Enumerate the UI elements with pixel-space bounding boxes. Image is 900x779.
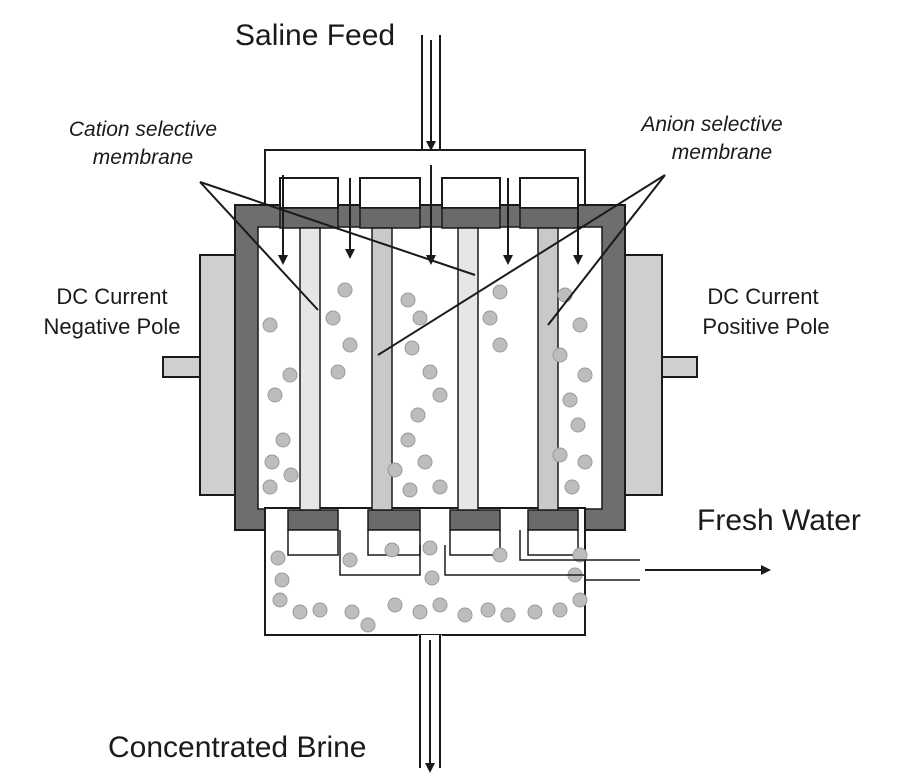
membrane-bottom-cap	[527, 529, 579, 556]
positive-electrode-plate	[621, 254, 663, 496]
ion-particle	[552, 347, 568, 363]
ion-particle	[387, 462, 403, 478]
ion-particles	[262, 282, 593, 633]
positive-pole-label-line2: Positive Pole	[702, 314, 829, 339]
anion-membrane-label-line2: membrane	[672, 141, 772, 164]
saline-feed-label: Saline Feed	[235, 19, 395, 52]
ion-particle	[527, 604, 543, 620]
ion-particle	[272, 592, 288, 608]
membrane-bottom-seal	[527, 509, 579, 531]
ion-particle	[262, 317, 278, 333]
negative-electrode-plate	[199, 254, 241, 496]
ion-particle	[492, 284, 508, 300]
ion-particle	[482, 310, 498, 326]
ion-particle	[492, 547, 508, 563]
ion-particle	[432, 597, 448, 613]
membrane-bottom-cap	[287, 529, 339, 556]
ion-particle	[282, 367, 298, 383]
ion-particle	[572, 592, 588, 608]
cation-pointer-lines	[199, 181, 476, 311]
ion-particle	[262, 479, 278, 495]
positive-electrode-stub	[661, 356, 698, 378]
ion-particle	[267, 387, 283, 403]
ion-particle	[417, 454, 433, 470]
ion-particle	[480, 602, 496, 618]
concentrated-brine-label: Concentrated Brine	[108, 731, 367, 764]
membrane-top-seal	[519, 207, 579, 229]
ion-particle	[432, 479, 448, 495]
ion-particle	[572, 317, 588, 333]
ion-particle	[270, 550, 286, 566]
membrane-top-seal	[441, 207, 501, 229]
ion-particle	[400, 292, 416, 308]
ion-particle	[492, 337, 508, 353]
membrane-top-seal	[359, 207, 421, 229]
ion-particle	[325, 310, 341, 326]
anion-selective-membrane	[537, 227, 559, 511]
ion-particle	[457, 607, 473, 623]
ion-particle	[422, 540, 438, 556]
ion-particle	[570, 417, 586, 433]
membrane-top-cap	[519, 177, 579, 209]
ion-particle	[552, 447, 568, 463]
ion-particle	[410, 407, 426, 423]
ion-particle	[264, 454, 280, 470]
ion-particle	[402, 482, 418, 498]
membrane-top-cap	[359, 177, 421, 209]
ion-particle	[557, 287, 573, 303]
ion-particle	[404, 340, 420, 356]
membrane-top-cap	[441, 177, 501, 209]
anion-pointer-lines	[377, 174, 666, 356]
ion-particle	[337, 282, 353, 298]
cation-membrane-label-line1: Cation selective	[69, 118, 217, 141]
membrane-stack	[279, 177, 579, 556]
ion-particle	[572, 547, 588, 563]
anion-membrane-label-line1: Anion selective	[639, 113, 782, 136]
ion-particle	[412, 310, 428, 326]
negative-electrode-stub	[162, 356, 201, 378]
ion-particle	[500, 607, 516, 623]
ion-particle	[387, 597, 403, 613]
ion-particle	[384, 542, 400, 558]
cation-selective-membrane	[299, 227, 321, 511]
negative-pole-label-line2: Negative Pole	[44, 314, 181, 339]
ion-particle	[275, 432, 291, 448]
anion-selective-membrane	[371, 227, 393, 511]
ion-particle	[342, 337, 358, 353]
cation-membrane-label-line2: membrane	[93, 146, 193, 169]
ion-particle	[564, 479, 580, 495]
ion-particle	[552, 602, 568, 618]
ion-particle	[422, 364, 438, 380]
negative-pole-label-line1: DC Current	[56, 284, 167, 309]
ion-particle	[577, 454, 593, 470]
ion-particle	[360, 617, 376, 633]
membrane-top-cap	[279, 177, 339, 209]
ion-particle	[432, 387, 448, 403]
ion-particle	[283, 467, 299, 483]
ion-particle	[344, 604, 360, 620]
ion-particle	[424, 570, 440, 586]
ion-particle	[342, 552, 358, 568]
membrane-bottom-seal	[449, 509, 501, 531]
ion-particle	[412, 604, 428, 620]
ion-particle	[312, 602, 328, 618]
feed-flow-arrows	[278, 165, 583, 265]
saline-feed-pipe	[421, 35, 441, 151]
positive-pole-label-line1: DC Current	[707, 284, 818, 309]
membrane-bottom-seal	[367, 509, 421, 531]
ion-particle	[330, 364, 346, 380]
membrane-bottom-seal	[287, 509, 339, 531]
fresh-water-pipe	[339, 530, 771, 581]
membrane-bottom-cap	[449, 529, 501, 556]
ion-particle	[562, 392, 578, 408]
ion-particle	[577, 367, 593, 383]
cation-selective-membrane	[457, 227, 479, 511]
ion-particle	[274, 572, 290, 588]
ion-particle	[292, 604, 308, 620]
brine-outlet-pipe	[418, 635, 442, 773]
ion-particle	[400, 432, 416, 448]
fresh-water-label: Fresh Water	[697, 504, 861, 537]
